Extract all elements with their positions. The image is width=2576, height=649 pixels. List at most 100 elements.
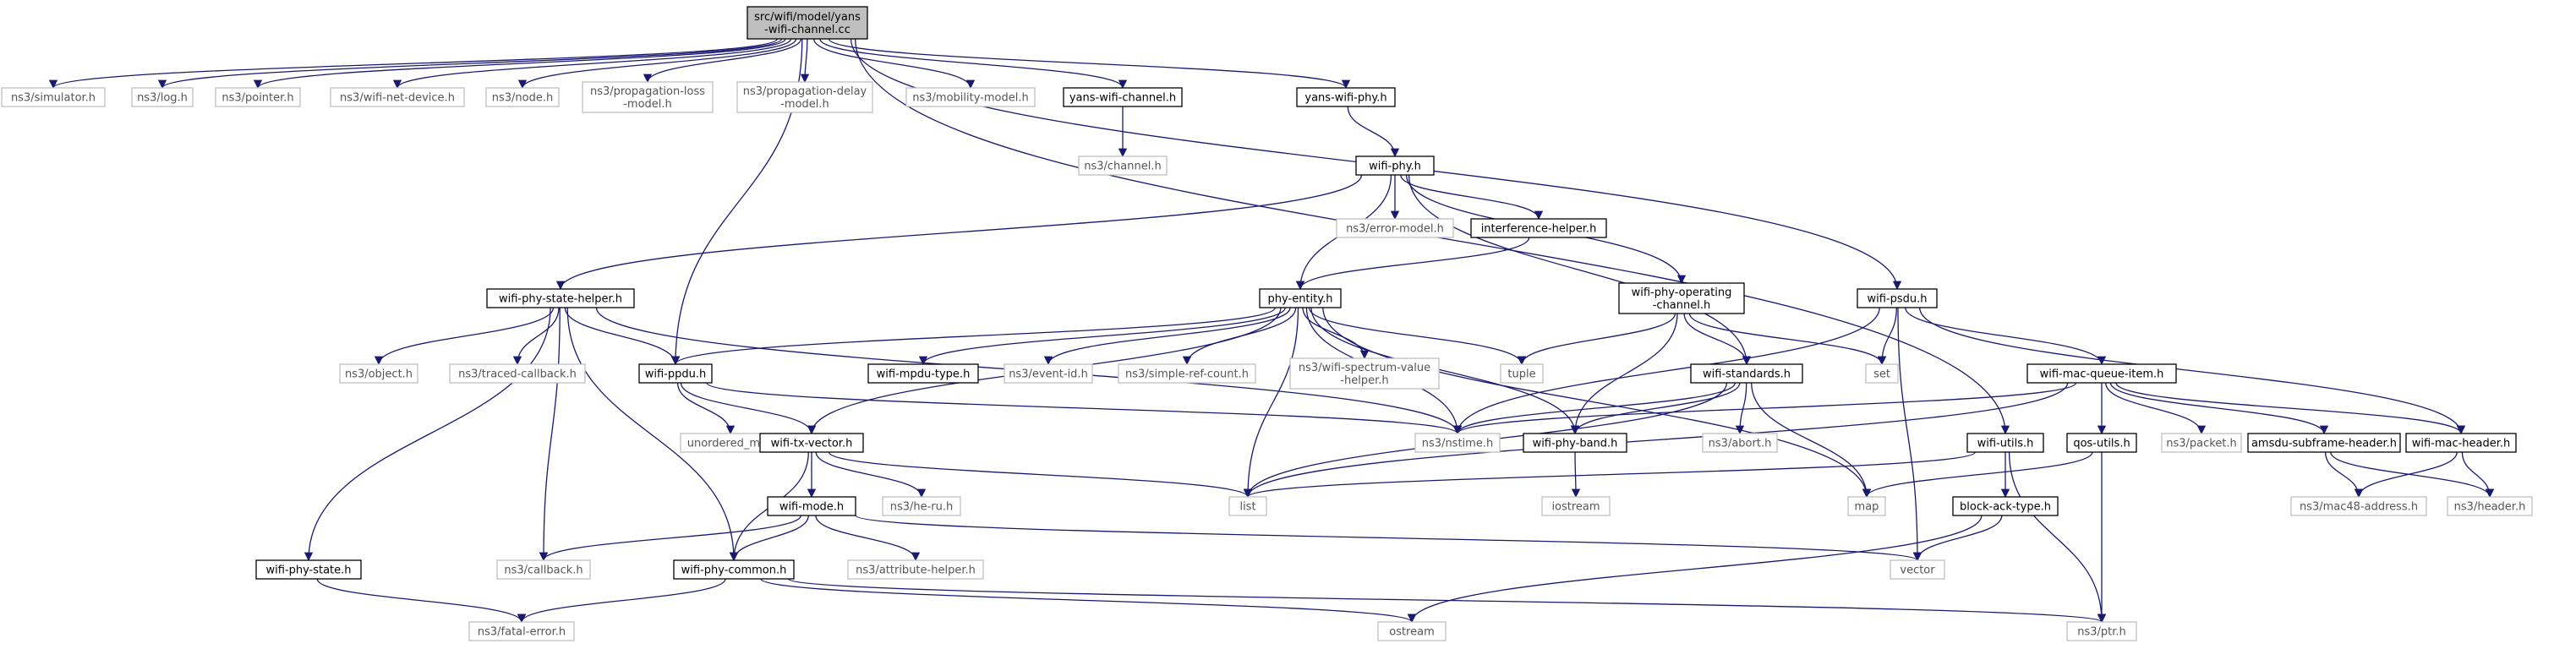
node-box xyxy=(847,559,984,580)
node-statehelper[interactable]: wifi-phy-state-helper.h xyxy=(486,288,635,308)
node-opchannel[interactable]: wifi-phy-operating-channel.h xyxy=(1618,282,1745,314)
node-txvector[interactable]: wifi-tx-vector.h xyxy=(759,433,864,453)
node-box xyxy=(2066,621,2137,641)
node-box xyxy=(1618,282,1745,314)
node-box xyxy=(2405,433,2517,453)
node-root: src/wifi/model/yans-wifi-channel.cc xyxy=(747,6,868,40)
node-label: wifi-phy-band.h xyxy=(1533,438,1618,450)
edge-psdu-to-nstime xyxy=(1452,307,1880,435)
node-label: ns3/simulator.h xyxy=(11,92,96,105)
edge-txvector-to-heru xyxy=(815,451,927,499)
node-box xyxy=(736,81,873,113)
node-box xyxy=(1865,363,1899,384)
node-ostream: ostream xyxy=(1377,621,1447,641)
edge-phyentity-to-spectrum xyxy=(1302,307,1370,360)
node-box xyxy=(759,433,864,453)
node-map: map xyxy=(1847,496,1886,516)
node-label: map xyxy=(1855,501,1879,514)
node-yansphy[interactable]: yans-wifi-phy.h xyxy=(1296,87,1396,107)
node-label: ns3/node.h xyxy=(492,92,553,105)
node-tuple: tuple xyxy=(1500,363,1544,384)
node-box xyxy=(1004,363,1093,384)
node-box xyxy=(2290,496,2427,516)
node-box xyxy=(339,363,418,384)
node-callback: ns3/callback.h xyxy=(496,559,591,580)
node-box xyxy=(1890,559,1945,580)
edge-phyentity-to-ppdu xyxy=(670,307,1277,366)
edge-phyentity-to-map xyxy=(1322,307,1872,499)
node-label: wifi-phy-state.h xyxy=(265,564,351,577)
node-heru: ns3/he-ru.h xyxy=(882,496,961,516)
node-label: ns3/propagation-loss xyxy=(590,85,705,98)
edge-queueitem-to-amsdu xyxy=(2109,382,2329,435)
edge-root-to-node xyxy=(517,38,797,90)
node-iostream: iostream xyxy=(1541,496,1611,516)
node-ppdu[interactable]: wifi-ppdu.h xyxy=(638,363,713,384)
edge-blockack-to-vector xyxy=(1912,515,2003,562)
node-statefile[interactable]: wifi-phy-state.h xyxy=(255,559,362,580)
node-object: ns3/object.h xyxy=(339,363,418,384)
node-label: -model.h xyxy=(623,98,672,111)
node-label: amsdu-subframe-header.h xyxy=(2251,438,2397,450)
node-wifiphy[interactable]: wifi-phy.h xyxy=(1355,155,1435,176)
node-blockack[interactable]: block-ack-type.h xyxy=(1952,496,2059,516)
node-qosutils[interactable]: qos-utils.h xyxy=(2066,433,2137,453)
node-box xyxy=(1289,357,1440,390)
edge-common-to-ptr xyxy=(788,578,2106,624)
node-spectrum: ns3/wifi-spectrum-value-helper.h xyxy=(1289,357,1440,390)
node-label: list xyxy=(1239,501,1255,514)
node-wifimode[interactable]: wifi-mode.h xyxy=(767,496,856,516)
edge-queueitem-to-list xyxy=(1243,382,2069,499)
edge-interf-to-phyentity xyxy=(1295,237,1530,291)
node-box xyxy=(1336,218,1454,238)
edge-root-to-simulator xyxy=(49,38,778,90)
edge-ppdu-to-unordered xyxy=(676,382,736,435)
node-box xyxy=(330,87,465,107)
edge-qosutils-to-map xyxy=(1862,451,2093,499)
edge-statehelper-to-common xyxy=(566,307,739,562)
node-queueitem[interactable]: wifi-mac-queue-item.h xyxy=(2026,363,2177,384)
node-label: phy-entity.h xyxy=(1268,293,1333,306)
node-label: wifi-standards.h xyxy=(1703,368,1791,381)
node-box xyxy=(1702,433,1778,453)
node-box xyxy=(449,363,586,384)
node-box xyxy=(767,496,856,516)
node-label: wifi-mac-header.h xyxy=(2412,438,2511,450)
node-set: set xyxy=(1865,363,1899,384)
edge-macheader-to-mac48 xyxy=(2354,451,2458,499)
edge-statehelper-to-callback xyxy=(539,307,561,562)
node-macheader[interactable]: wifi-mac-header.h xyxy=(2405,433,2517,453)
node-wifiutils[interactable]: wifi-utils.h xyxy=(1966,433,2044,453)
node-label: ns3/fatal-error.h xyxy=(478,626,566,639)
node-box xyxy=(1952,496,2059,516)
edge-yansphy-to-wifiphy xyxy=(1347,106,1400,158)
node-yanschannel[interactable]: yans-wifi-channel.h xyxy=(1063,87,1183,107)
node-box xyxy=(1063,87,1183,107)
node-list: list xyxy=(1228,496,1267,516)
edge-root-to-yanschannel xyxy=(819,38,1128,90)
node-amsdu[interactable]: amsdu-subframe-header.h xyxy=(2247,433,2401,453)
node-label: ns3/log.h xyxy=(137,92,188,105)
node-label: ns3/callback.h xyxy=(504,564,582,577)
node-label: ns3/wifi-net-device.h xyxy=(340,92,455,105)
node-common[interactable]: wifi-phy-common.h xyxy=(673,559,795,580)
node-box xyxy=(2161,433,2242,453)
edge-root-to-mobility xyxy=(813,38,976,90)
node-standards[interactable]: wifi-standards.h xyxy=(1690,363,1803,384)
node-label: wifi-utils.h xyxy=(1977,438,2034,450)
node-label: src/wifi/model/yans xyxy=(754,11,861,24)
node-box xyxy=(1078,155,1168,176)
edge-root-to-netdev xyxy=(392,38,792,90)
node-label: -wifi-channel.cc xyxy=(764,24,850,36)
node-box xyxy=(1259,288,1342,308)
edge-phyentity-to-mpdutype xyxy=(918,307,1286,366)
node-phyband[interactable]: wifi-phy-band.h xyxy=(1523,433,1627,453)
node-interf[interactable]: interference-helper.h xyxy=(1470,218,1607,238)
edge-phyentity-to-list xyxy=(1243,307,1299,499)
node-psdu[interactable]: wifi-psdu.h xyxy=(1857,288,1938,308)
edge-opchannel-to-standards xyxy=(1683,313,1752,366)
node-box xyxy=(2026,363,2177,384)
node-mpdutype[interactable]: wifi-mpdu-type.h xyxy=(867,363,979,384)
node-phyentity[interactable]: phy-entity.h xyxy=(1259,288,1342,308)
node-box xyxy=(747,6,868,40)
